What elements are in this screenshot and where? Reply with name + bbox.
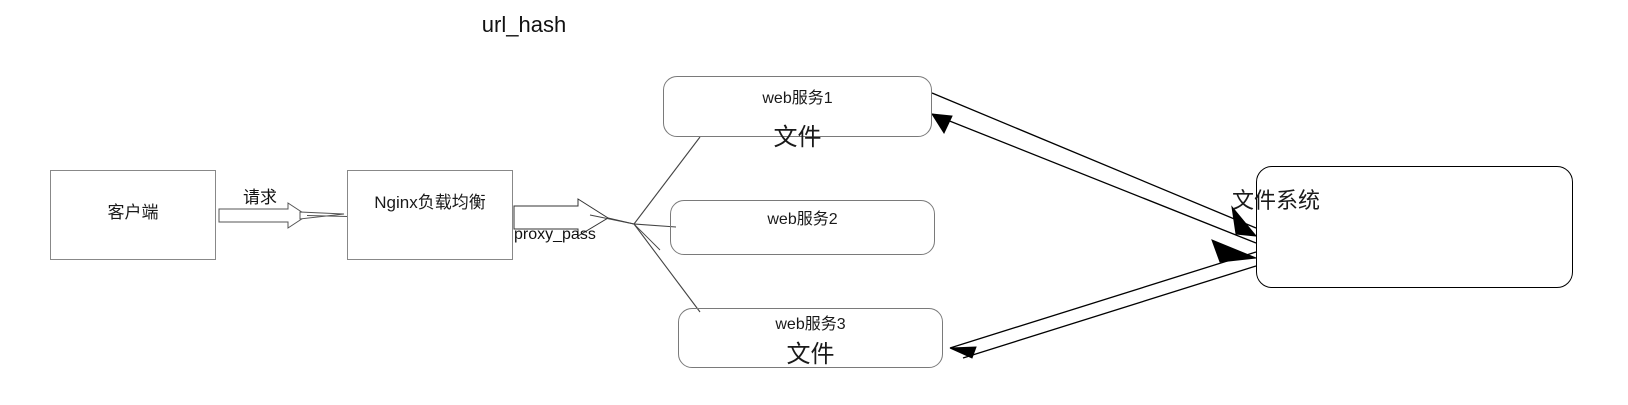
node-filesystem-label: 文件系统	[1232, 188, 1321, 213]
edge-web1-filesystem	[931, 92, 1258, 244]
node-web3[interactable]	[678, 308, 943, 368]
node-client[interactable]	[50, 170, 216, 260]
page-title: url_hash	[481, 12, 567, 37]
node-nginx[interactable]	[347, 170, 513, 260]
node-web1-file-label: 文件	[773, 124, 822, 151]
node-client-label: 客户端	[107, 203, 159, 222]
node-filesystem[interactable]	[1256, 166, 1573, 288]
node-web1[interactable]	[663, 76, 932, 137]
node-web1-label: web服务1	[762, 90, 833, 107]
node-web2-label: web服务2	[767, 211, 838, 228]
node-web2[interactable]	[670, 200, 935, 255]
node-web3-label: web服务3	[775, 316, 846, 333]
node-nginx-label: Nginx负载均衡	[374, 193, 486, 212]
edge-label-proxypass: proxy_pass	[514, 226, 596, 243]
node-web3-file-label: 文件	[786, 341, 835, 368]
edge-label-request: 请求	[243, 188, 277, 207]
edge-web3-filesystem	[949, 239, 1257, 359]
edge-request-arrow	[218, 202, 348, 229]
